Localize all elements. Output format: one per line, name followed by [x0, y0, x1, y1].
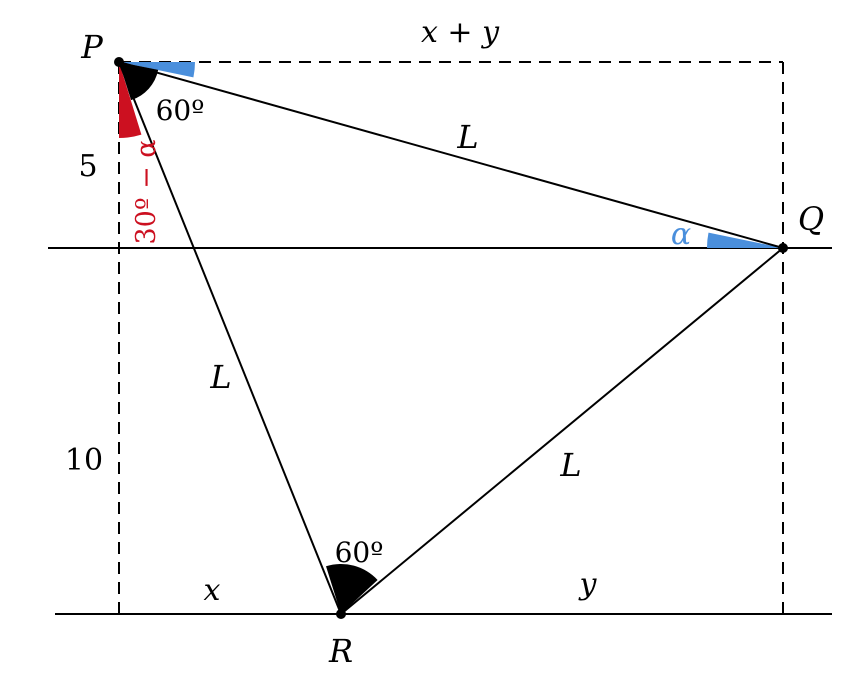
point-label-r: R	[328, 632, 353, 670]
angle-label-p-red: 30º − α	[131, 139, 162, 244]
angle-wedge-60-p	[119, 62, 159, 101]
angle-wedge-blue-q	[706, 232, 783, 248]
dimension-label-top: x + y	[421, 15, 500, 50]
point-label-q: Q	[798, 200, 824, 238]
vertex-p-dot	[114, 57, 124, 67]
angle-label-p-60: 60º	[156, 94, 205, 127]
side-label-pq: L	[456, 118, 478, 156]
angle-label-r-60: 60º	[335, 536, 384, 569]
dimension-label-left-lower: 10	[65, 443, 103, 478]
side-label-pr: L	[209, 358, 231, 396]
side-pq	[118, 61, 784, 249]
angle-wedge-60-r	[326, 564, 378, 614]
side-label-qr: L	[559, 446, 581, 484]
vertex-q-dot	[778, 243, 788, 253]
angle-label-q-alpha: α	[671, 217, 691, 252]
vertex-r-dot	[336, 609, 346, 619]
side-qr	[340, 247, 784, 615]
dimension-label-bottom-left: x	[204, 573, 221, 608]
side-pr	[118, 61, 342, 615]
angle-wedge-red-p-fix	[119, 62, 142, 138]
dimension-label-left-upper: 5	[78, 149, 97, 184]
point-label-p: P	[80, 28, 103, 66]
dimension-label-bottom-right: y	[578, 567, 598, 602]
